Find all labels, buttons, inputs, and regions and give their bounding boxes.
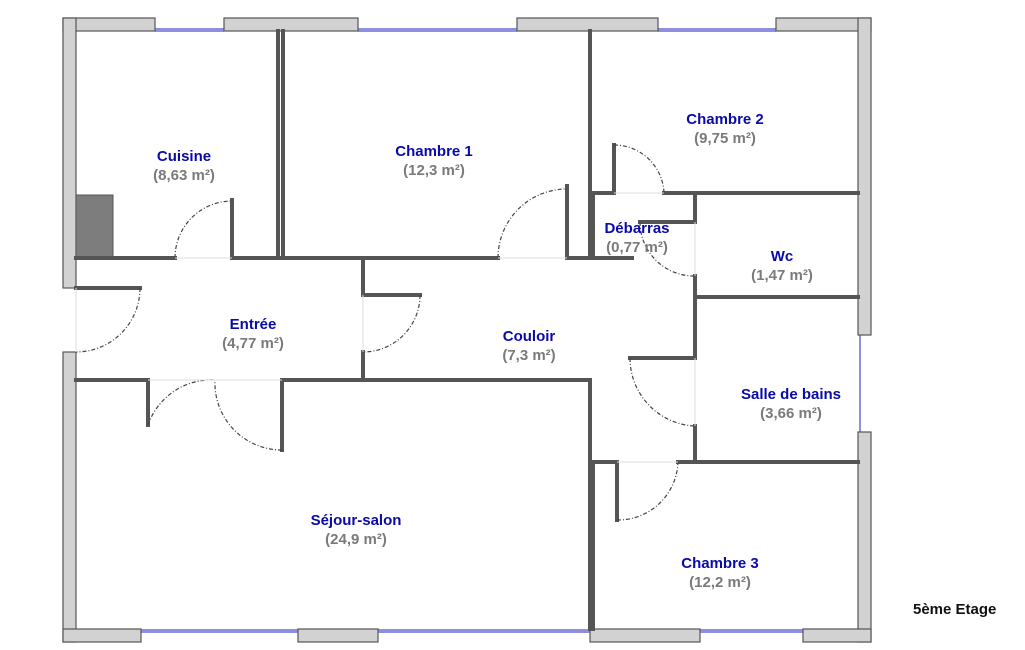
room-name: Débarras (604, 220, 670, 237)
room-cuisine: Cuisine (8,63 m²) (153, 147, 215, 185)
room-name: Chambre 2 (686, 111, 764, 128)
room-name: Chambre 1 (395, 143, 473, 160)
room-chambre-1: Chambre 1 (12,3 m²) (395, 142, 473, 180)
room-name: Salle de bains (740, 386, 842, 403)
room-area: (9,75 m²) (694, 130, 756, 147)
room-couloir: Couloir (7,3 m²) (502, 327, 555, 365)
room-area: (7,3 m²) (502, 347, 556, 364)
room-chambre-2: Chambre 2 (9,75 m²) (686, 110, 764, 148)
room-area: (12,2 m²) (689, 574, 751, 591)
room-chambre-3: Chambre 3 (12,2 m²) (681, 554, 759, 592)
interior-walls (74, 29, 860, 631)
door-swings (75, 144, 696, 521)
room-area: (24,9 m²) (325, 531, 387, 548)
room-area: (12,3 m²) (403, 162, 465, 179)
room-entree: Entrée (4,77 m²) (222, 315, 284, 353)
floor-label: 5ème Etage (913, 601, 997, 618)
room-name: Entrée (229, 316, 277, 333)
room-debarras: Débarras (0,77 m²) (604, 219, 669, 257)
kitchen-counter (75, 194, 114, 258)
room-area: (3,66 m²) (760, 405, 822, 422)
room-sejour-salon: Séjour-salon (24,9 m²) (311, 511, 402, 549)
room-name: Chambre 3 (681, 555, 759, 572)
room-area: (0,77 m²) (606, 239, 668, 256)
room-salle-de-bains: Salle de bains (3,66 m²) (741, 385, 841, 423)
room-area: (4,77 m²) (222, 335, 284, 352)
room-wc: Wc (1,47 m²) (751, 247, 813, 285)
outer-walls (62, 17, 872, 643)
room-name: Cuisine (156, 148, 212, 165)
room-name: Séjour-salon (310, 512, 402, 529)
room-area: (1,47 m²) (751, 267, 813, 284)
room-name: Couloir (502, 328, 556, 345)
room-name: Wc (770, 248, 794, 265)
windows (141, 28, 861, 633)
openings (75, 192, 696, 463)
room-area: (8,63 m²) (153, 167, 215, 184)
